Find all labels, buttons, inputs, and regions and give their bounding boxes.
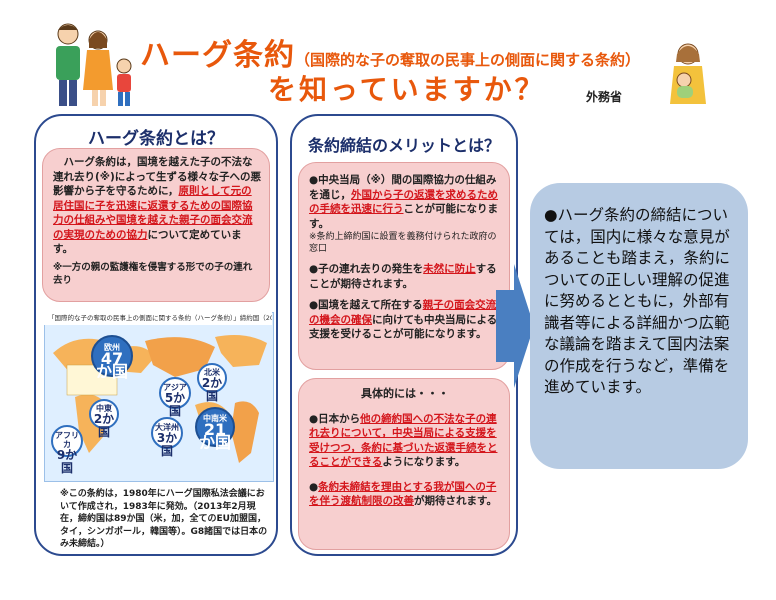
family-illustration [56,23,132,106]
title-main: ハーグ条約 [140,38,295,73]
mother-and-baby-illustration [670,43,706,104]
concrete-heading: 具体的には・・・ [361,387,449,400]
about-highlight: 原則として元の居住国に子を迅速に返還するための国際協力の仕組みや国境を越えた親子… [53,185,253,241]
concrete-box: 具体的には・・・ ●日本から他の締約国への不法な子の連れ去りについて，中央当局に… [298,378,510,550]
treaty-footnote: ※この条約は，1980年にハーグ国際私法会議において作成され，1983年に発効。… [60,489,268,549]
right-arrow-icon [496,264,534,388]
about-tail: について定めています。 [53,228,242,256]
merit-note: ※条約上締約国に設置を義務付けられた政府の窓口 [309,232,497,254]
merit-item-3: ●国境を越えて所在する親子の面会交流の機会の確保に向けても中央当局による支援を受… [309,299,498,340]
about-heading: ハーグ条約とは？ [88,129,224,149]
merit-item-2: ●子の連れ去りの発生を未然に防止することが期待されます。 [309,263,497,290]
title-question: を知っていますか？ [268,73,546,106]
about-intro: ハーグ条約は，国境を越えた子の不法な連れ去り(※)によって生ずる様々な子への悪影… [53,156,261,197]
merits-box: ●中央当局（※）間の国際協力の仕組みを通じ，外国から子の返還を求めるための手続を… [298,162,510,370]
ministry-label: 外務省 [586,90,623,104]
about-note: ※一方の親の監護権を侵害する形での子の連れ去り [53,261,253,286]
merit-item-1: ●中央当局（※）間の国際協力の仕組みを通じ，外国から子の返還を求めるための手続を… [309,174,498,230]
title-subtitle: （国際的な子の奪取の民事上の側面に関する条約） [295,51,641,69]
merits-heading: 条約締結のメリットとは？ [307,136,500,155]
summary-box: ●ハーグ条約の締結については，国内に様々な意見があることも踏まえ，条約についての… [530,183,748,469]
concrete-item-2: ●条約未締結を理由とする我が国への子を伴う渡航制限の改善が期待されます。 [309,480,497,508]
concrete-item-1: ●日本から他の締約国への不法な子の連れ去りについて，中央当局による支援を受けつつ… [309,412,498,469]
map-caption: 「国際的な子の奪取の民事上の側面に関する条約（ハーグ条約）」締約国（2012年1… [44,312,272,325]
about-description-box: ハーグ条約は，国境を越えた子の不法な連れ去り(※)によって生ずる様々な子への悪影… [42,148,270,302]
page-title: ハーグ条約（国際的な子の奪取の民事上の側面に関する条約） [140,30,640,74]
